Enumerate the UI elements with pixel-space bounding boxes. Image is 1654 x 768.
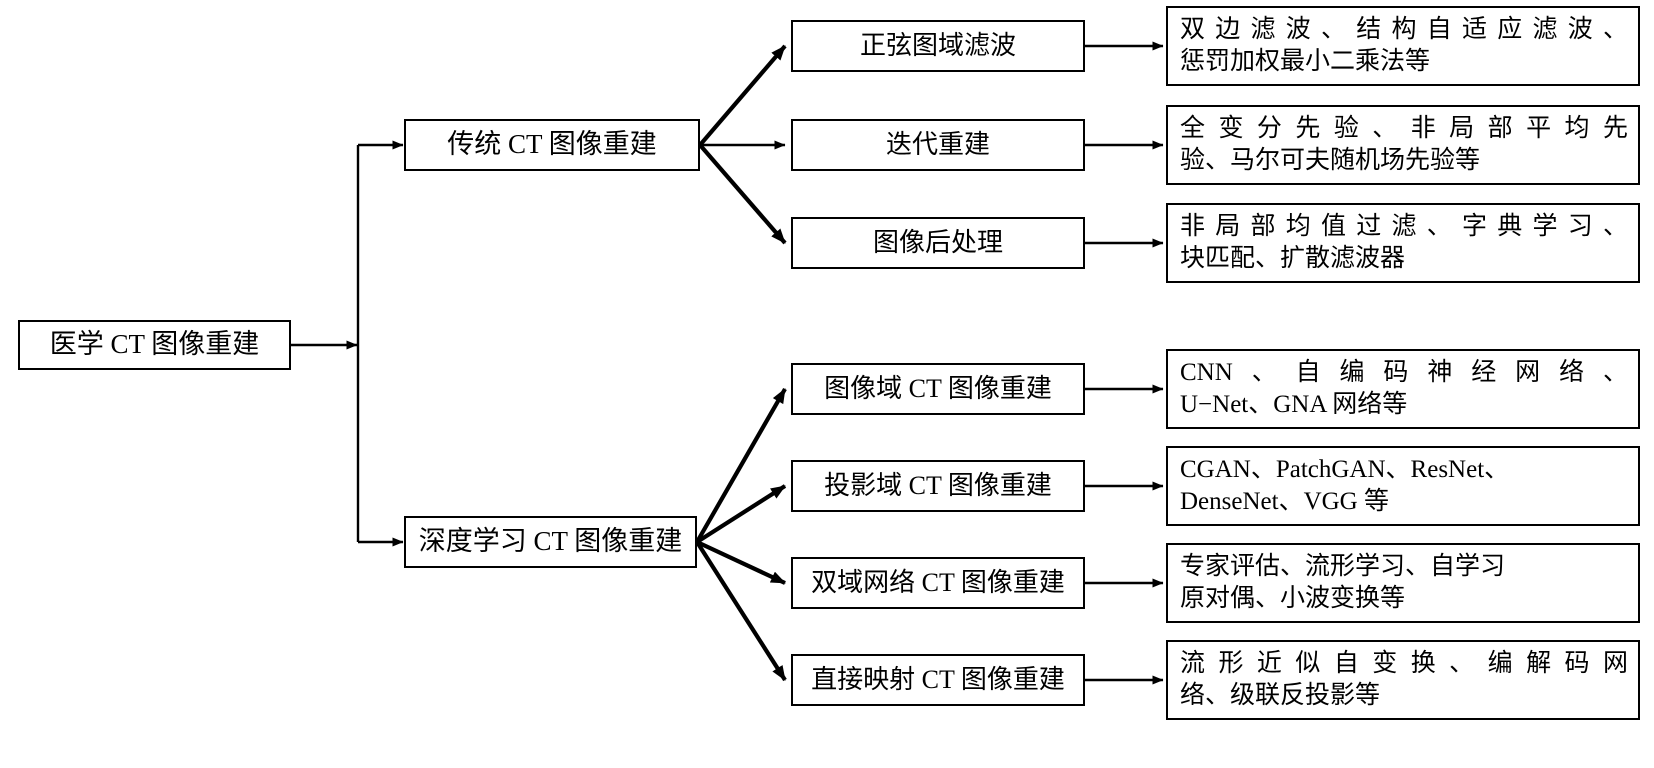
connector-deeplearning-to-dualdomain <box>696 540 786 585</box>
detail-iterative-reconstruction-line2: 验、马尔可夫随机场先验等 <box>1180 147 1481 174</box>
node-iterative-reconstruction-label: 迭代重建 <box>885 129 990 159</box>
detail-projection-domain-ct-line2: DenseNet、VGG 等 <box>1180 488 1389 515</box>
detail-iterative-reconstruction-line1: 全变分先验、非局部平均先 <box>1180 114 1628 142</box>
detail-dual-domain-ct-line1: 专家评估、流形学习、自学习 <box>1180 552 1506 580</box>
detail-image-postprocessing-line2: 块匹配、扩散滤波器 <box>1180 245 1406 272</box>
detail-iterative-reconstruction[interactable]: 全变分先验、非局部平均先 验、马尔可夫随机场先验等 <box>1166 105 1640 185</box>
detail-direct-mapping-ct-line1: 流形近似自变换、编解码网 <box>1180 649 1628 677</box>
node-sinogram-filtering-label: 正弦图域滤波 <box>859 30 1016 60</box>
node-root[interactable]: 医学 CT 图像重建 <box>18 320 291 370</box>
detail-dual-domain-ct-line2: 原对偶、小波变换等 <box>1180 585 1406 612</box>
connector-traditional-to-sinogram <box>698 44 787 147</box>
node-image-domain-ct-label: 图像域 CT 图像重建 <box>824 373 1052 403</box>
node-image-postprocessing[interactable]: 图像后处理 <box>791 217 1085 269</box>
detail-dual-domain-ct[interactable]: 专家评估、流形学习、自学习 原对偶、小波变换等 <box>1166 543 1640 623</box>
node-direct-mapping-ct-label: 直接映射 CT 图像重建 <box>811 664 1065 694</box>
detail-sinogram-filtering-line2: 惩罚加权最小二乘法等 <box>1180 48 1431 75</box>
node-deep-learning-ct[interactable]: 深度学习 CT 图像重建 <box>404 516 697 568</box>
node-iterative-reconstruction[interactable]: 迭代重建 <box>791 119 1085 171</box>
connector-deeplearning-to-directmapping <box>695 540 787 682</box>
node-traditional-ct-label: 传统 CT 图像重建 <box>447 129 657 160</box>
node-direct-mapping-ct[interactable]: 直接映射 CT 图像重建 <box>791 654 1085 706</box>
node-root-label: 医学 CT 图像重建 <box>49 329 260 360</box>
detail-sinogram-filtering[interactable]: 双边滤波、结构自适应滤波、 惩罚加权最小二乘法等 <box>1166 6 1640 86</box>
node-image-domain-ct[interactable]: 图像域 CT 图像重建 <box>791 363 1085 415</box>
node-projection-domain-ct-label: 投影域 CT 图像重建 <box>824 470 1052 500</box>
node-traditional-ct[interactable]: 传统 CT 图像重建 <box>404 119 700 171</box>
detail-image-postprocessing[interactable]: 非局部均值过滤、字典学习、 块匹配、扩散滤波器 <box>1166 203 1640 283</box>
detail-image-domain-ct-line2: U−Net、GNA 网络等 <box>1180 391 1408 418</box>
detail-direct-mapping-ct[interactable]: 流形近似自变换、编解码网 络、级联反投影等 <box>1166 640 1640 720</box>
node-image-postprocessing-label: 图像后处理 <box>872 227 1003 257</box>
connector-deeplearning-to-projectiondomain <box>695 484 787 544</box>
detail-projection-domain-ct[interactable]: CGAN、PatchGAN、ResNet、 DenseNet、VGG 等 <box>1166 446 1640 526</box>
node-projection-domain-ct[interactable]: 投影域 CT 图像重建 <box>791 460 1085 512</box>
node-dual-domain-ct-label: 双域网络 CT 图像重建 <box>811 567 1065 597</box>
node-sinogram-filtering[interactable]: 正弦图域滤波 <box>791 20 1085 72</box>
detail-image-postprocessing-line1: 非局部均值过滤、字典学习、 <box>1180 212 1628 240</box>
detail-projection-domain-ct-line1: CGAN、PatchGAN、ResNet、 <box>1180 455 1510 483</box>
node-dual-domain-ct[interactable]: 双域网络 CT 图像重建 <box>791 557 1085 609</box>
detail-image-domain-ct-line1: CNN、自编码神经网络、 <box>1180 358 1628 386</box>
node-deep-learning-ct-label: 深度学习 CT 图像重建 <box>418 526 683 557</box>
connector-deeplearning-to-imagedomain <box>695 387 787 544</box>
detail-image-domain-ct[interactable]: CNN、自编码神经网络、 U−Net、GNA 网络等 <box>1166 349 1640 429</box>
detail-sinogram-filtering-line1: 双边滤波、结构自适应滤波、 <box>1180 15 1628 43</box>
detail-direct-mapping-ct-line2: 络、级联反投影等 <box>1180 682 1381 709</box>
connector-traditional-to-postprocess <box>698 143 787 245</box>
